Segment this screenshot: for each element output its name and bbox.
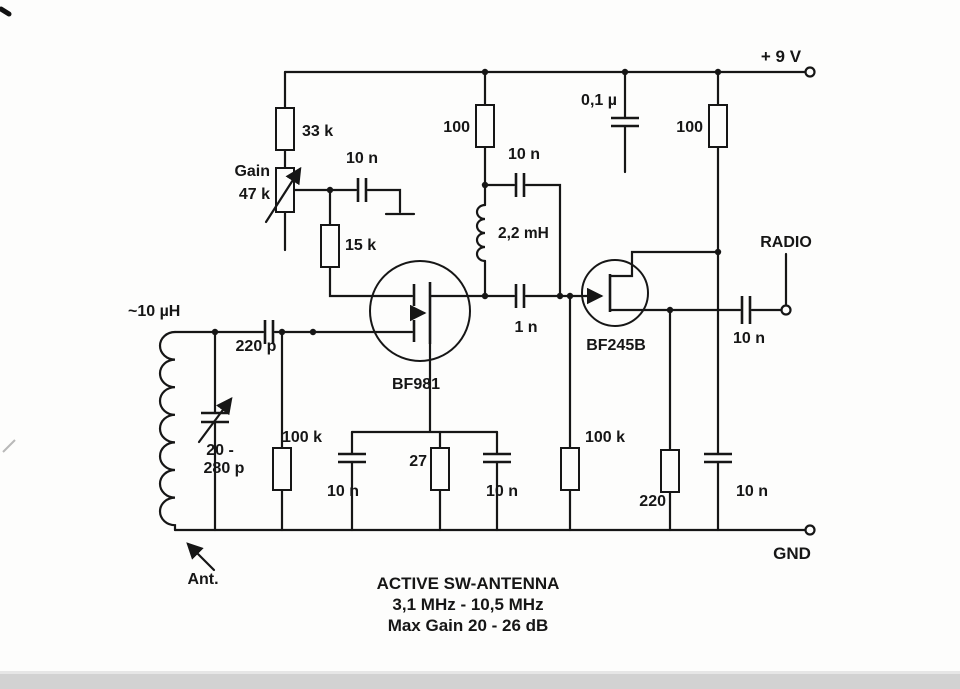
capacitor-10n-output — [740, 296, 752, 324]
label-r100-right: 100 — [676, 119, 703, 136]
title-line2: 3,1 MHz - 10,5 MHz — [392, 595, 543, 614]
supply-terminal — [804, 66, 816, 78]
scan-artifact-marks — [0, 6, 960, 689]
label-supply: + 9 V — [761, 47, 802, 66]
resistor-100-drain — [475, 104, 495, 148]
capacitor-10n-source-left — [338, 452, 366, 464]
resistor-33k — [275, 107, 295, 151]
capacitor-10n-choke — [514, 173, 526, 197]
capacitor-10n-drain-decoupling — [704, 452, 732, 464]
label-ant: Ant. — [187, 571, 218, 588]
label-q1: BF981 — [392, 376, 440, 393]
label-c01u: 0,1 µ — [581, 92, 617, 109]
capacitor-220p — [263, 320, 275, 344]
gnd-terminal — [804, 524, 816, 536]
label-varcap-line1: 20 - — [206, 442, 234, 459]
label-gnd: GND — [773, 544, 811, 563]
capacitor-10n-source-right — [483, 452, 511, 464]
capacitor-0u1-decoupling — [611, 116, 639, 128]
title-line1: ACTIVE SW-ANTENNA — [377, 574, 560, 593]
label-c220p: 220 p — [236, 338, 277, 355]
label-c10n-left: 10 n — [327, 483, 359, 500]
label-gain: Gain — [234, 163, 270, 180]
antenna-pointer-arrow — [186, 542, 216, 572]
label-r100k-left: 100 k — [282, 429, 322, 446]
resistor-27 — [430, 447, 450, 491]
radio-terminal — [780, 304, 792, 316]
varcap-20-280p — [197, 397, 233, 444]
capacitor-10n-bias — [356, 178, 368, 202]
label-c10n-out: 10 n — [733, 330, 765, 347]
resistor-220 — [660, 449, 680, 493]
inductor-2m2 — [475, 203, 487, 263]
label-r33k: 33 k — [302, 123, 333, 140]
label-pot47k: 47 k — [239, 186, 270, 203]
title-block: ACTIVE SW-ANTENNA 3,1 MHz - 10,5 MHz Max… — [377, 574, 560, 635]
label-antenna-coil: ~10 µH — [128, 303, 180, 320]
label-c1n: 1 n — [514, 319, 537, 336]
transistor-bf245b — [581, 259, 649, 327]
resistor-100-output — [708, 104, 728, 148]
capacitor-1n-coupling — [514, 284, 526, 308]
transistor-bf981 — [369, 260, 471, 362]
resistor-15k — [320, 224, 340, 268]
label-l2m2: 2,2 mH — [498, 225, 549, 242]
label-c10n-bias: 10 n — [346, 150, 378, 167]
label-r15k: 15 k — [345, 237, 376, 254]
label-radio: RADIO — [760, 234, 812, 251]
resistor-100k-gate2 — [560, 447, 580, 491]
junction-dots — [211, 68, 722, 336]
label-r100k-right: 100 k — [585, 429, 625, 446]
label-r27: 27 — [409, 453, 427, 470]
label-r220: 220 — [639, 493, 666, 510]
label-c10n-choke: 10 n — [508, 146, 540, 163]
label-varcap-line2: 280 p — [204, 460, 245, 477]
antenna-coil-10uH — [158, 330, 177, 532]
potentiometer-47k — [264, 166, 302, 224]
label-q2: BF245B — [586, 337, 646, 354]
label-c10n-mid: 10 n — [486, 483, 518, 500]
resistor-100k-gate1 — [272, 447, 292, 491]
label-r100-left: 100 — [443, 119, 470, 136]
title-line3: Max Gain 20 - 26 dB — [388, 616, 549, 635]
label-c10n-right: 10 n — [736, 483, 768, 500]
